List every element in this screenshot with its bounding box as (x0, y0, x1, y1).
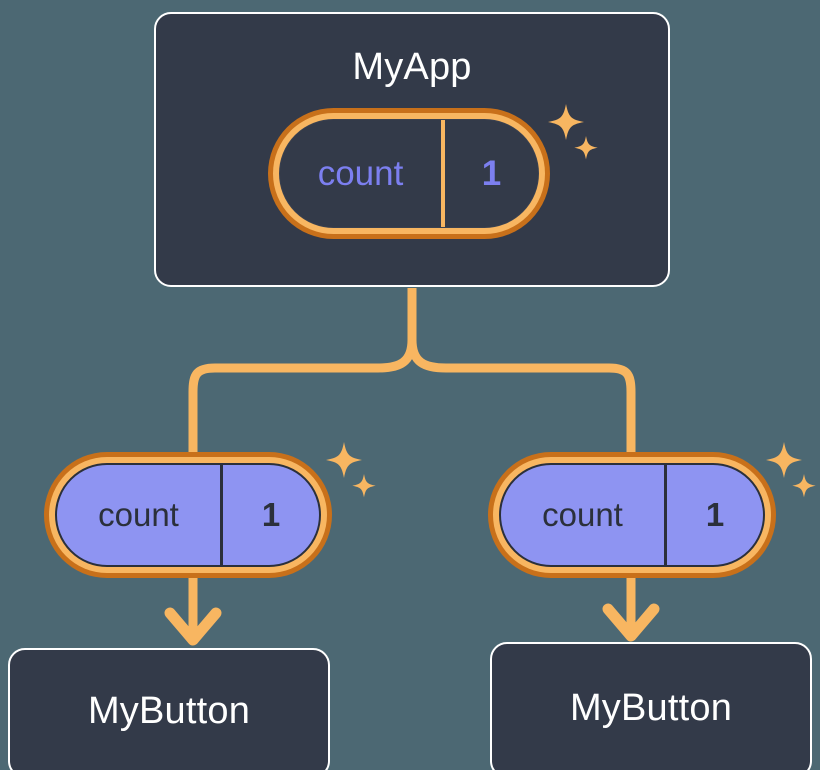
state-pill-key: count (280, 120, 445, 227)
state-pill-divider (220, 465, 223, 565)
state-pill-value: 1 (705, 496, 725, 533)
state-pill-ring-inner: count 1 (493, 457, 771, 573)
state-pill-value: 1 (261, 496, 281, 533)
state-pill-body: count 1 (55, 463, 321, 567)
arrow-head-right (602, 603, 660, 642)
state-pill-ring-inner: count 1 (273, 113, 545, 234)
state-pill-root[interactable]: count 1 (268, 108, 550, 239)
component-title-myapp: MyApp (352, 46, 472, 88)
state-pill-body: count 1 (279, 119, 539, 228)
state-pill-key: count (98, 496, 179, 533)
state-pill-value: 1 (481, 153, 502, 193)
state-pill-body: count 1 (499, 463, 765, 567)
connector-branch-right (407, 339, 636, 452)
state-pill-ring-inner: count 1 (49, 457, 327, 573)
arrow-head-left (164, 607, 222, 646)
state-pill-divider (664, 465, 667, 565)
component-title-mybutton-left: MyButton (87, 689, 251, 732)
component-box-mybutton-left[interactable]: MyButton (8, 648, 330, 770)
state-pill-key: count (542, 496, 623, 533)
connector-branch-left (188, 339, 417, 452)
state-pill-child-left[interactable]: count 1 (44, 452, 332, 578)
state-pill-child-right[interactable]: count 1 (488, 452, 776, 578)
component-title-mybutton-right: MyButton (569, 686, 733, 729)
component-box-mybutton-right[interactable]: MyButton (490, 642, 812, 770)
